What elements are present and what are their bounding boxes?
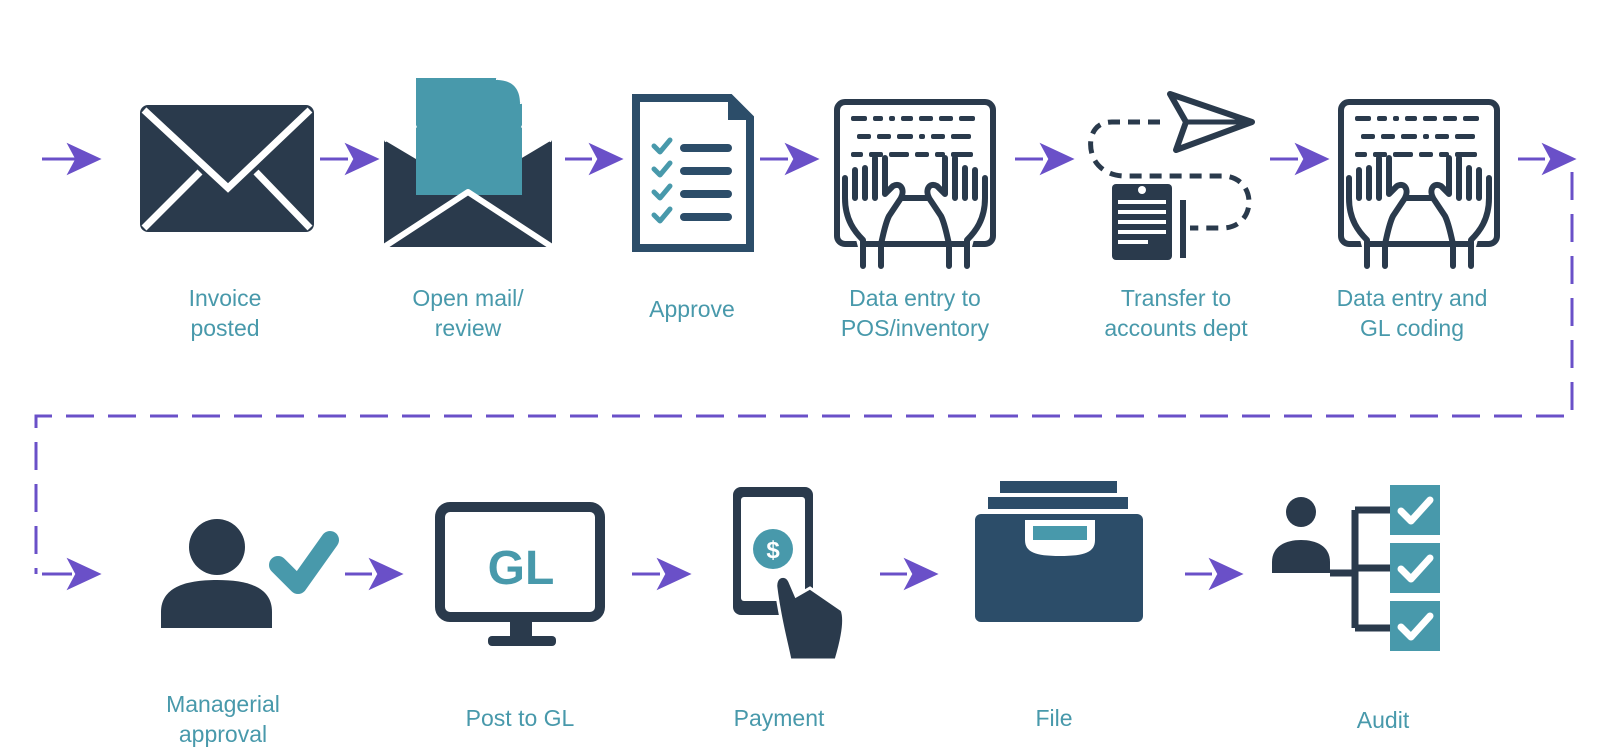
step-label-approve: Approve (649, 296, 735, 322)
step-label-data-entry-pos: Data entry to POS/inventory (840, 285, 990, 341)
step-label-transfer-accounts: Transfer to accounts dept (1104, 285, 1248, 341)
flow-arrows-row-2 (42, 559, 1242, 589)
paper-plane-document-icon (1088, 91, 1255, 260)
step-label-audit: Audit (1356, 707, 1410, 733)
step-label-file: File (1035, 705, 1073, 731)
file-drawer-icon (975, 481, 1143, 622)
flow-arrows-row-1 (42, 144, 1575, 174)
step-label-post-to-gl: Post to GL (465, 705, 575, 731)
open-envelope-icon (382, 78, 554, 250)
keyboard-hands-icon (1341, 102, 1497, 266)
step-label-data-entry-gl: Data entry and GL coding (1336, 285, 1488, 341)
checklist-icon (632, 94, 754, 252)
svg-text:$: $ (766, 537, 780, 564)
connector-dashed-line (34, 172, 1574, 574)
step-label-invoice-posted: Invoice posted (188, 285, 262, 341)
audit-checklist-icon (1272, 485, 1440, 651)
envelope-icon (140, 105, 314, 232)
person-check-icon (161, 519, 339, 628)
gl-monitor-icon: GL (435, 502, 605, 646)
gl-monitor-text: GL (488, 542, 555, 595)
step-label-payment: Payment (733, 705, 825, 731)
keyboard-hands-icon (837, 102, 993, 266)
hand-phone-dollar-icon: $ (733, 487, 846, 662)
step-label-open-mail-review: Open mail/ review (412, 285, 524, 341)
step-label-managerial-approval: Managerial approval (166, 691, 280, 747)
